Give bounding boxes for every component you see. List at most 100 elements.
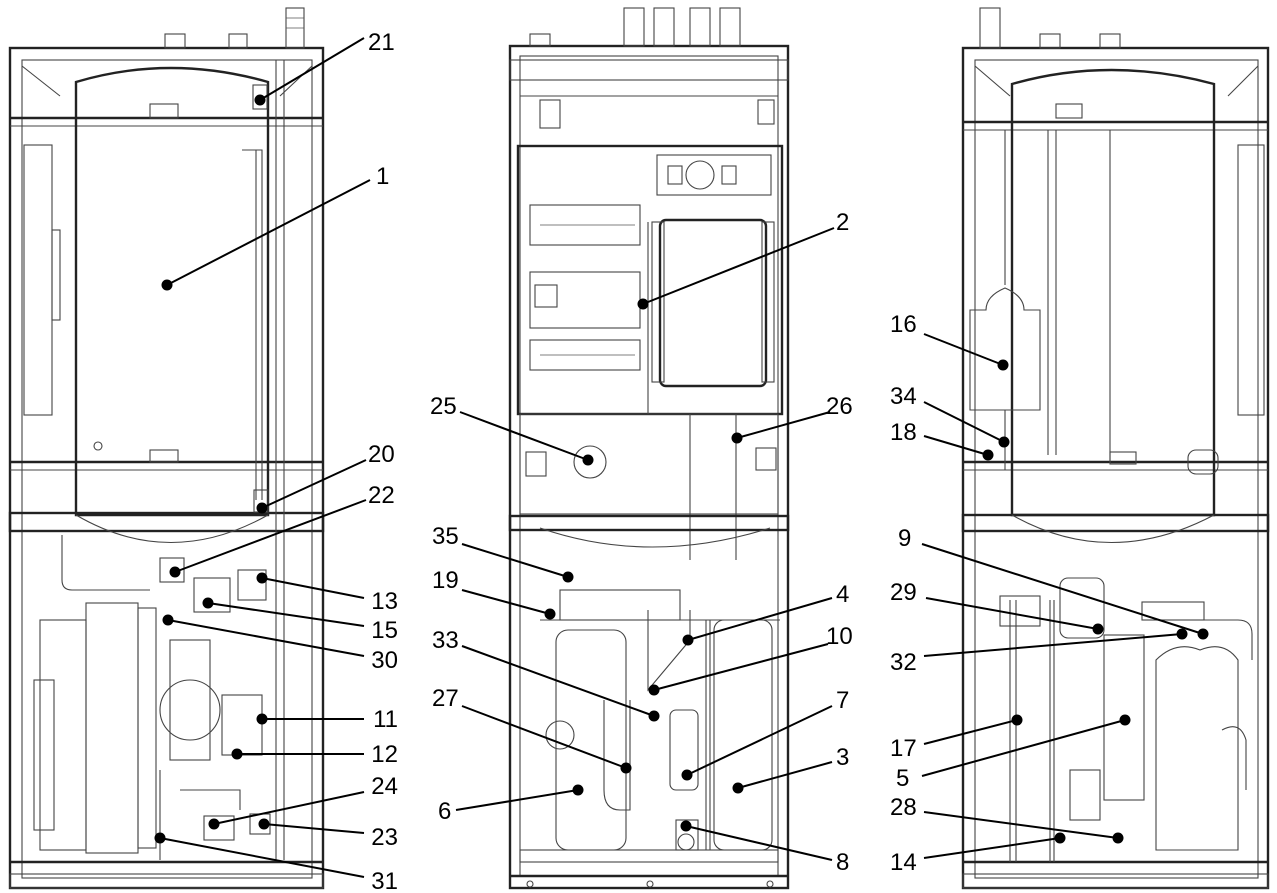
callout-dot bbox=[161, 279, 173, 291]
callout-leader-line bbox=[642, 227, 835, 305]
callout-12: 12 bbox=[231, 741, 398, 768]
callout-5: 5 bbox=[896, 714, 1131, 792]
callout-dot bbox=[648, 684, 660, 696]
callout-dot bbox=[208, 818, 220, 830]
callout-leader-line bbox=[736, 411, 831, 439]
callout-dot bbox=[637, 298, 649, 310]
callout-leader-line bbox=[923, 401, 1005, 443]
callout-dot bbox=[258, 818, 270, 830]
callout-dot bbox=[544, 608, 556, 620]
callout-dot bbox=[1197, 628, 1209, 640]
left-view bbox=[8, 7, 325, 890]
callout-leader-line bbox=[923, 435, 989, 456]
callout-3: 3 bbox=[732, 744, 849, 794]
callout-34: 34 bbox=[890, 383, 1010, 448]
callout-28: 28 bbox=[890, 794, 1124, 844]
callout-dot bbox=[731, 432, 743, 444]
middle-view bbox=[508, 7, 790, 890]
callout-number: 14 bbox=[890, 849, 917, 876]
callout-number: 4 bbox=[836, 581, 849, 608]
right-view bbox=[961, 7, 1270, 890]
callout-leader-line bbox=[166, 179, 371, 286]
callout-leader-line bbox=[923, 837, 1061, 859]
callout-number: 19 bbox=[432, 567, 459, 594]
callout-23: 23 bbox=[258, 818, 398, 851]
callout-31: 31 bbox=[154, 832, 398, 893]
callout-leader-line bbox=[461, 589, 551, 615]
callout-number: 30 bbox=[371, 647, 398, 674]
callout-number: 35 bbox=[432, 523, 459, 550]
callout-leader-line bbox=[925, 597, 1099, 630]
callout-leader-line bbox=[921, 543, 1204, 635]
callout-dot bbox=[572, 784, 584, 796]
callout-10: 10 bbox=[648, 623, 853, 696]
callout-14: 14 bbox=[890, 832, 1066, 876]
callout-19: 19 bbox=[432, 567, 556, 620]
callout-leader-line bbox=[167, 619, 365, 657]
callout-number: 10 bbox=[826, 623, 853, 650]
callout-dot bbox=[562, 571, 574, 583]
callout-29: 29 bbox=[890, 579, 1104, 635]
callout-33: 33 bbox=[432, 627, 660, 722]
callout-dot bbox=[1011, 714, 1023, 726]
callout-8: 8 bbox=[680, 820, 849, 876]
callout-leader-line bbox=[923, 333, 1004, 366]
callout-number: 28 bbox=[890, 794, 917, 821]
callout-dot bbox=[1054, 832, 1066, 844]
callout-leader-line bbox=[261, 577, 365, 599]
callout-number: 25 bbox=[430, 393, 457, 420]
callout-dot bbox=[620, 762, 632, 774]
callout-leader-line bbox=[685, 825, 833, 861]
callout-32: 32 bbox=[890, 628, 1188, 676]
callout-number: 32 bbox=[890, 649, 917, 676]
callout-leader-line bbox=[259, 37, 365, 101]
callout-dot bbox=[256, 713, 268, 725]
callout-4: 4 bbox=[682, 581, 849, 646]
callout-number: 6 bbox=[438, 798, 451, 825]
callout-dot bbox=[648, 710, 660, 722]
callout-number: 8 bbox=[836, 849, 849, 876]
callout-dot bbox=[582, 454, 594, 466]
callout-24: 24 bbox=[208, 773, 398, 830]
callout-leader-line bbox=[461, 705, 627, 769]
callout-number: 13 bbox=[371, 588, 398, 615]
callout-leader-line bbox=[174, 499, 367, 573]
callout-number: 12 bbox=[371, 741, 398, 768]
callout-leader-line bbox=[921, 719, 1126, 777]
callout-dot bbox=[1176, 628, 1188, 640]
callout-number: 15 bbox=[371, 617, 398, 644]
callout-leader-line bbox=[461, 645, 655, 717]
callout-dot bbox=[154, 832, 166, 844]
callout-number: 26 bbox=[826, 393, 853, 420]
callout-number: 29 bbox=[890, 579, 917, 606]
callout-dot bbox=[256, 572, 268, 584]
callout-dot bbox=[682, 634, 694, 646]
callout-dot bbox=[231, 748, 243, 760]
callout-16: 16 bbox=[890, 311, 1009, 371]
callout-13: 13 bbox=[256, 572, 398, 615]
callout-number: 22 bbox=[368, 482, 395, 509]
callout-30: 30 bbox=[162, 614, 398, 674]
callout-dot bbox=[256, 502, 268, 514]
callout-dot bbox=[254, 94, 266, 106]
callout-number: 20 bbox=[368, 441, 395, 468]
callout-number: 23 bbox=[371, 824, 398, 851]
callout-leader-line bbox=[686, 705, 833, 776]
callout-leader-line bbox=[263, 823, 365, 834]
callout-dot bbox=[732, 782, 744, 794]
callout-number: 5 bbox=[896, 765, 909, 792]
callout-number: 2 bbox=[836, 209, 849, 236]
callout-21: 21 bbox=[254, 29, 395, 106]
callout-number: 18 bbox=[890, 419, 917, 446]
callout-leader-line bbox=[459, 411, 589, 461]
callout-dot bbox=[680, 820, 692, 832]
callout-number: 27 bbox=[432, 685, 459, 712]
callout-dot bbox=[1092, 623, 1104, 635]
callout-number: 33 bbox=[432, 627, 459, 654]
callout-leader-line bbox=[923, 719, 1018, 745]
callout-number: 1 bbox=[376, 163, 389, 190]
callout-2: 2 bbox=[637, 209, 849, 310]
callout-leader-line bbox=[461, 543, 569, 578]
callout-11: 11 bbox=[256, 706, 398, 733]
